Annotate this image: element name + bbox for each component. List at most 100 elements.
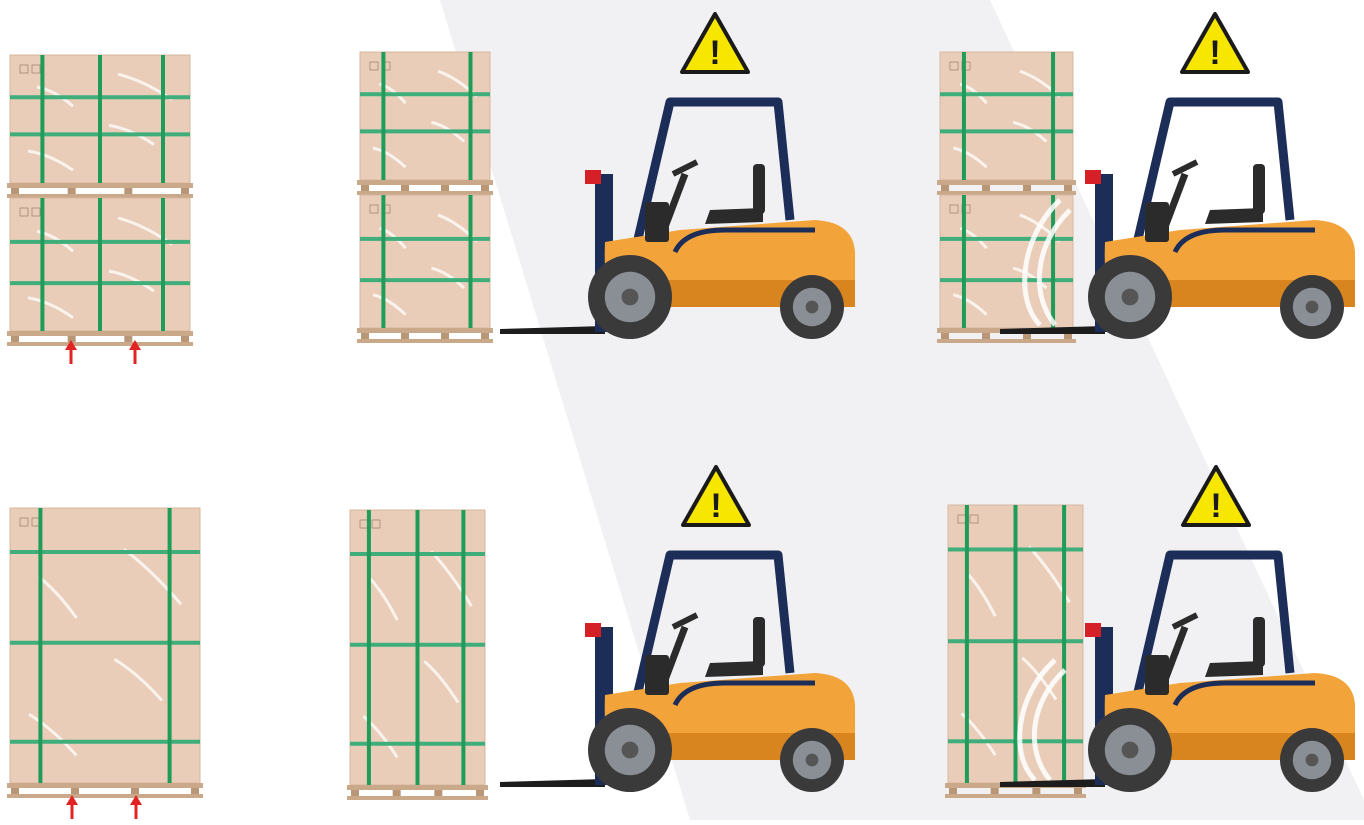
wheel-cap	[806, 754, 819, 767]
pallet-block	[361, 333, 369, 339]
pallet-block	[124, 188, 132, 194]
warning-symbol: !	[1209, 34, 1220, 72]
pallet-block	[68, 188, 76, 194]
pallet-block	[1074, 788, 1082, 794]
strap-vertical	[1014, 505, 1018, 783]
forklift-front-wheel	[1088, 255, 1172, 339]
wheel-cap	[806, 301, 819, 314]
strap-vertical	[168, 508, 172, 783]
forklift-rear-wheel	[780, 728, 844, 792]
forklift-engine-cover	[645, 655, 669, 695]
pallet-block	[1023, 185, 1031, 191]
wheel-cap	[622, 289, 639, 306]
panel-reference	[7, 55, 193, 364]
forklift-engine-cover	[1145, 655, 1169, 695]
wrapped-box	[360, 52, 490, 180]
pallet-block	[68, 336, 76, 342]
double-stack-pallet	[7, 55, 193, 346]
pallet-top-deck	[357, 180, 493, 185]
pallet-bottom-deck	[357, 339, 493, 343]
wheel-cap	[1122, 742, 1139, 759]
strap-vertical	[40, 55, 44, 183]
strap-vertical	[38, 508, 42, 783]
pallet-top-deck	[357, 328, 493, 333]
wrapped-box	[940, 195, 1073, 328]
pallet-bottom-deck	[7, 794, 203, 798]
pallet-block	[131, 788, 139, 794]
warning-symbol: !	[710, 487, 721, 525]
wrapped-box	[10, 508, 200, 783]
forklift-seat-back	[1253, 164, 1265, 214]
warning-symbol: !	[1210, 487, 1221, 525]
forklift-forks	[500, 779, 605, 787]
pallet-block	[11, 336, 19, 342]
pallet-top-deck	[937, 180, 1076, 185]
pallet-icon	[357, 328, 493, 343]
arrow-shaft	[135, 803, 138, 819]
forklift-fork-tip	[1085, 170, 1101, 184]
wrapped-box	[940, 52, 1073, 180]
forklift-seat-back	[1253, 617, 1265, 667]
wrapped-box	[360, 195, 490, 328]
strap-vertical	[161, 55, 165, 183]
pallet-block	[481, 333, 489, 339]
pallet-block	[181, 188, 189, 194]
pallet-icon	[7, 331, 193, 346]
pallet-bottom-deck	[937, 191, 1076, 195]
pallet-icon	[357, 180, 493, 195]
pallet-block	[191, 788, 199, 794]
forklift-rear-wheel	[780, 275, 844, 339]
pallet-block	[982, 333, 990, 339]
pallet-top-deck	[7, 183, 193, 188]
strap-vertical	[161, 198, 165, 331]
strap-vertical	[461, 510, 465, 785]
pallet-bottom-deck	[7, 342, 193, 346]
wheel-cap	[1306, 301, 1319, 314]
pallet-block	[11, 188, 19, 194]
pallet-bottom-deck	[357, 191, 493, 195]
pallet-block	[393, 790, 401, 796]
pallet-top-deck	[7, 783, 203, 788]
pallet-bottom-deck	[937, 339, 1076, 343]
strap-vertical	[1051, 52, 1055, 180]
wheel-cap	[622, 742, 639, 759]
pallet-block	[401, 185, 409, 191]
double-stack-pallet	[937, 52, 1076, 343]
double-stack-pallet	[357, 52, 493, 343]
pallet-bottom-deck	[945, 794, 1086, 798]
wrapped-box	[10, 55, 190, 183]
forklift-seat-back	[753, 617, 765, 667]
up-arrow-icon	[130, 795, 142, 819]
strap-vertical	[1051, 195, 1055, 328]
forklift-front-wheel	[588, 708, 672, 792]
pallet-icon	[347, 785, 488, 800]
pallet-block	[982, 185, 990, 191]
tall-pallet	[945, 505, 1086, 798]
strap-vertical	[962, 52, 966, 180]
forklift-rear-wheel	[1280, 275, 1344, 339]
forklift-fork-tip	[585, 170, 601, 184]
arrow-shaft	[134, 348, 137, 364]
pallet-block	[941, 333, 949, 339]
strap-vertical	[965, 505, 969, 783]
forklift-front-wheel	[1088, 708, 1172, 792]
forklift-steering-wheel	[1173, 162, 1197, 174]
strap-vertical	[416, 510, 420, 785]
pallet-block	[481, 185, 489, 191]
pallet-block	[1032, 788, 1040, 794]
pallet-bottom-deck	[7, 194, 193, 198]
pallet-top-deck	[347, 785, 488, 790]
pallet-block	[361, 185, 369, 191]
strap-vertical	[1062, 505, 1066, 783]
forklift-engine-cover	[645, 202, 669, 242]
pallet-block	[124, 336, 132, 342]
wheel-cap	[1122, 289, 1139, 306]
wrapped-box	[350, 510, 485, 785]
forklift-engine-cover	[1145, 202, 1169, 242]
pallet-block	[181, 336, 189, 342]
pallet-block	[1064, 185, 1072, 191]
forklift-fork-tip	[585, 623, 601, 637]
panel-reference	[7, 508, 203, 819]
